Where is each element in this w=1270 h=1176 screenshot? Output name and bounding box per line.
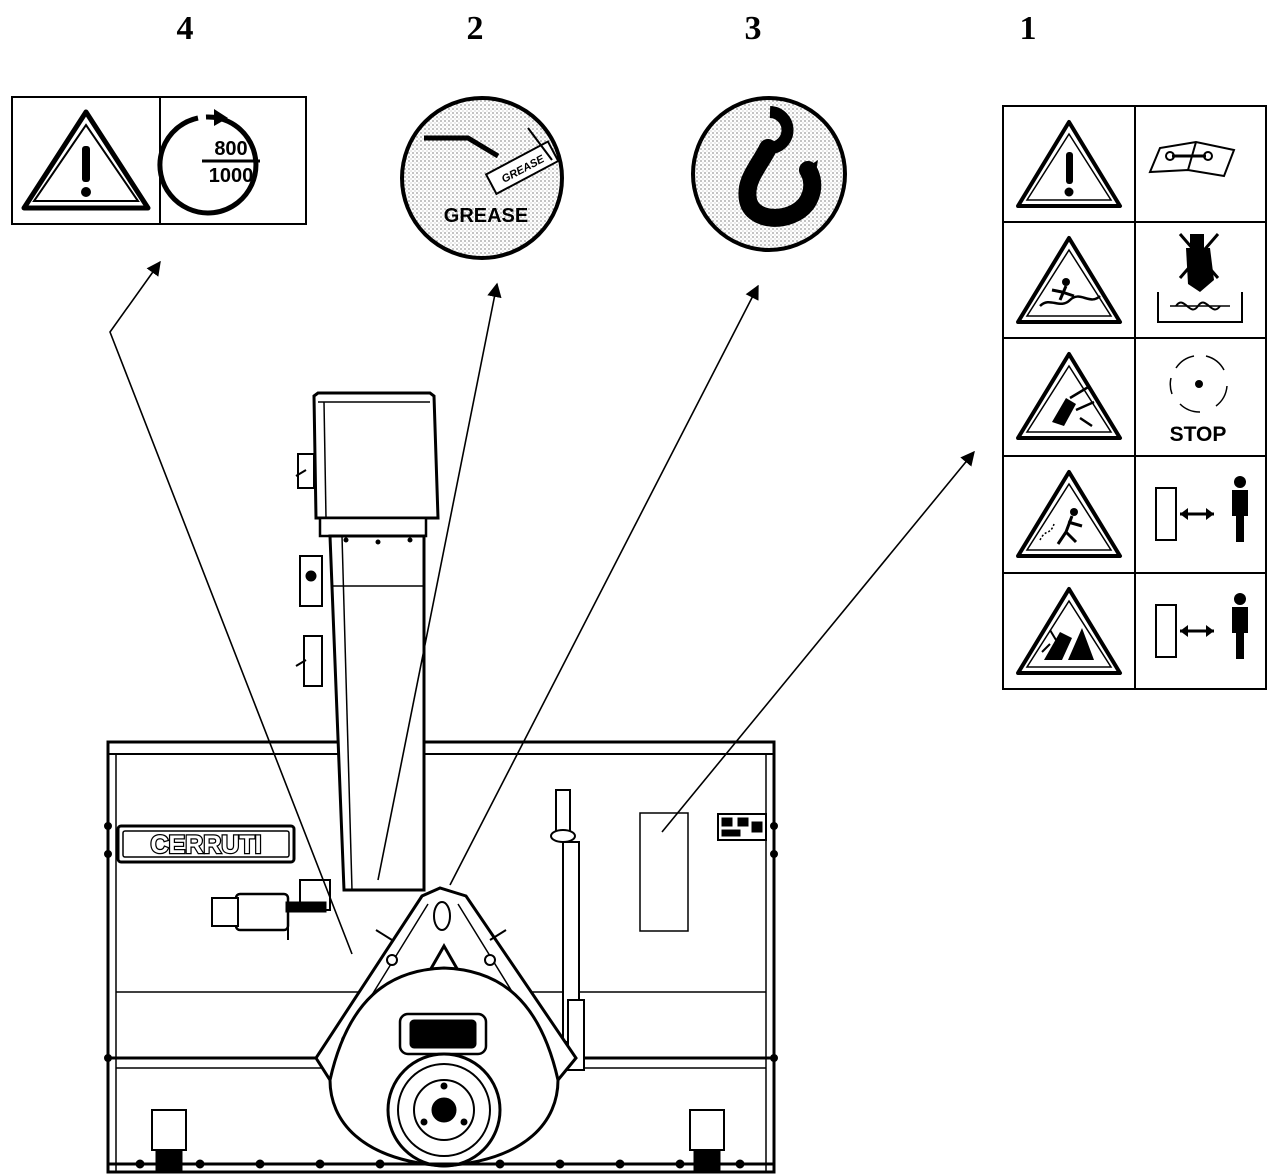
safety-distance-icon — [1155, 476, 1248, 542]
leader-arrow-1 — [661, 450, 975, 833]
rotating-stop-icon — [1169, 355, 1228, 413]
safety-distance-icon — [1155, 593, 1248, 659]
warning-triangle-icon — [21, 109, 151, 211]
leader-arrow-3 — [449, 284, 759, 886]
decal-warning-pto-speed: 800 1000 — [11, 96, 307, 225]
brand-plate: CERRUTI — [116, 824, 296, 864]
brand-name: CERRUTI — [150, 831, 261, 859]
warning-triangle-icon — [1016, 120, 1122, 208]
leader-arrow-4 — [109, 260, 353, 955]
leader-lines — [109, 260, 975, 955]
skid-left — [151, 1109, 187, 1173]
lifting-hook-icon — [738, 106, 822, 227]
decal-safety-panel: STOP — [1002, 105, 1267, 690]
pto-rotation-icon — [157, 109, 260, 216]
cutting-hazard-icon — [1016, 352, 1122, 440]
skid-right — [689, 1109, 725, 1173]
read-manual-icon — [1148, 140, 1236, 178]
crushing-hazard-icon — [1016, 587, 1122, 675]
blade-edge — [108, 1159, 774, 1169]
decal-grease: GREASE GREASE — [400, 96, 564, 260]
entanglement-hazard-icon — [1016, 236, 1122, 324]
callout-number-2: 2 — [466, 10, 484, 47]
callout-number-1: 1 — [1019, 10, 1037, 47]
callout-number-4: 4 — [176, 10, 194, 47]
leader-arrow-2 — [377, 282, 502, 881]
decal-location-1 — [639, 812, 689, 932]
decal-lifting-hook — [691, 96, 847, 252]
thrown-object-hazard-icon — [1016, 470, 1122, 558]
discharge-chute — [312, 391, 440, 892]
chute-actuator — [295, 453, 323, 687]
snow-blower-machine: CERRUTI — [104, 391, 778, 1174]
stop-label: STOP — [1170, 423, 1227, 446]
no-hands-auger-icon — [1157, 233, 1243, 323]
pto-speed-bottom: 1000 — [209, 165, 254, 187]
serial-plate — [717, 813, 767, 841]
pto-hub — [386, 1052, 502, 1168]
callout-number-3: 3 — [744, 10, 762, 47]
pto-speed-top: 800 — [214, 138, 247, 160]
grease-label: GREASE — [444, 205, 528, 227]
